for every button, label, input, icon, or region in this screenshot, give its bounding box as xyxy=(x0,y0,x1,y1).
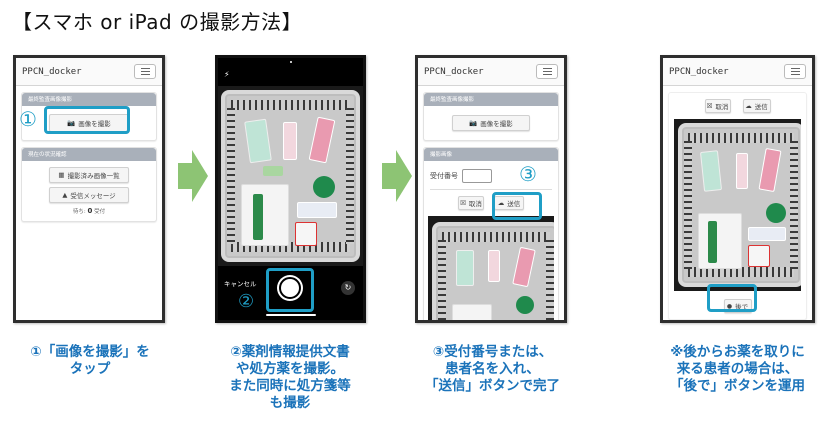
hamburger-icon[interactable] xyxy=(536,64,558,79)
status-card: 現在の状況確認 ▦ 撮影済み画像一覧 ▲ 受信メッセージ 待ち: 0 受付 xyxy=(21,147,157,222)
navbar: PPCN_docker xyxy=(663,58,812,86)
cloud-upload-icon: ☁ xyxy=(745,102,752,110)
receipt-number-input[interactable] xyxy=(462,169,492,183)
camera-icon: 📷 xyxy=(67,119,76,127)
brand-label: PPCN_docker xyxy=(424,66,484,77)
step1-caption: ①「画像を撮影」を タップ xyxy=(30,344,150,377)
captured-photo xyxy=(428,216,554,320)
brand-label: PPCN_docker xyxy=(669,66,729,77)
step3-highlight xyxy=(492,192,542,220)
arrow-right-icon xyxy=(382,150,412,202)
card-header: 最終監査画像撮影 xyxy=(424,93,558,106)
step3-caption: ③受付番号または、 患者名を入れ、 「送信」ボタンで完了 xyxy=(425,344,560,394)
camera-preview xyxy=(218,86,363,266)
card-header: 現在の状況確認 xyxy=(22,148,156,161)
cancel-label[interactable]: キャンセル xyxy=(224,280,257,288)
navbar: PPCN_docker xyxy=(16,58,162,86)
flash-icon[interactable]: ⚡ xyxy=(224,70,230,79)
cancel-button[interactable]: ☒ 取消 xyxy=(704,99,731,113)
captured-photo xyxy=(674,119,801,291)
navbar: PPCN_docker xyxy=(418,58,564,86)
images-icon: ▦ xyxy=(58,171,65,179)
messages-button[interactable]: ▲ 受信メッセージ xyxy=(49,187,129,203)
step1-phone-screen: PPCN_docker 最終監査画像撮影 📷 画像を撮影 現在の状況確認 ▦ 撮… xyxy=(13,55,165,323)
step1-number: ① xyxy=(19,107,37,131)
shutter-button[interactable] xyxy=(279,277,301,299)
circle-icon: ● xyxy=(726,302,733,310)
cancel-button[interactable]: ☒ 取消 xyxy=(458,196,484,210)
receipt-number-label: 受付番号 xyxy=(430,172,458,180)
brand-label: PPCN_docker xyxy=(22,66,82,77)
send-button[interactable]: ☁ 送信 xyxy=(742,99,771,113)
hamburger-icon[interactable] xyxy=(134,64,156,79)
step2-caption: ②薬剤情報提供文書 や処方薬を撮影。 また同時に処方箋等 も撮影 xyxy=(229,344,351,411)
page-title: 【スマホ or iPad の撮影方法】 xyxy=(12,10,303,34)
close-box-icon: ☒ xyxy=(706,102,713,110)
close-box-icon: ☒ xyxy=(460,199,466,207)
card-header: 最終監査画像撮影 xyxy=(22,93,156,106)
arrow-right-icon xyxy=(178,150,208,202)
step3-phone-screen: PPCN_docker 最終監査画像撮影 📷 画像を撮影 撮影画像 受付番号 ☒… xyxy=(415,55,567,323)
waiting-status: 待ち: 0 受付 xyxy=(72,207,106,215)
take-photo-button[interactable]: 📷 画像を撮影 xyxy=(452,115,530,131)
step3-number: ③ xyxy=(519,162,537,186)
camera-icon: 📷 xyxy=(469,119,478,127)
captured-images-button[interactable]: ▦ 撮影済み画像一覧 xyxy=(49,167,129,183)
captured-image-card: 撮影画像 受付番号 ☒ 取消 ☁ 送信 xyxy=(423,147,559,320)
step2-number: ② xyxy=(238,291,255,312)
switch-camera-icon[interactable]: ↻ xyxy=(341,281,355,295)
capture-card: 最終監査画像撮影 📷 画像を撮影 xyxy=(423,92,559,141)
step1-highlight xyxy=(44,106,130,134)
cloud-upload-icon: ☁ xyxy=(497,199,505,207)
step4-caption: ※後からお薬を取りに 来る患者の場合は、 「後で」ボタンを運用 xyxy=(670,344,805,394)
step4-phone-screen: PPCN_docker ☒ 取消 ☁ 送信 xyxy=(660,55,815,323)
later-highlight xyxy=(707,284,757,312)
card-header: 撮影画像 xyxy=(424,148,558,161)
hamburger-icon[interactable] xyxy=(784,64,806,79)
step2-highlight xyxy=(266,268,314,312)
step2-camera-screen: ⚡ キャンセル ↻ xyxy=(215,55,366,323)
bell-icon: ▲ xyxy=(62,191,68,199)
captured-image-card: ☒ 取消 ☁ 送信 xyxy=(668,92,807,320)
